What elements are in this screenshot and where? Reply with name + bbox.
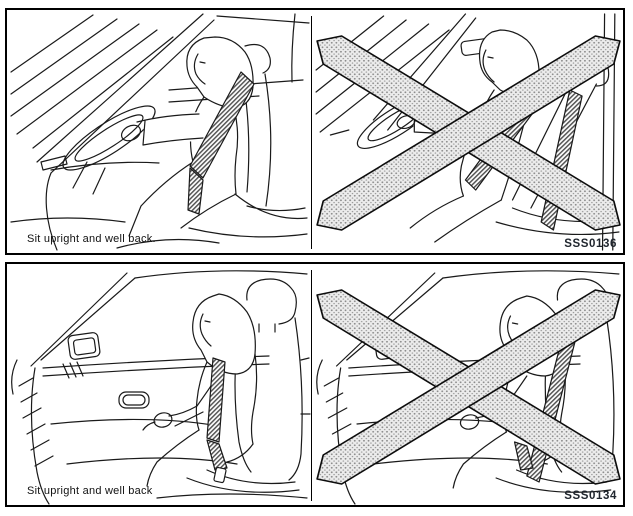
panel-divider — [311, 270, 312, 501]
panel-driver-seating: Sit upright and well back. — [5, 8, 625, 255]
driver-reclined-illustration — [315, 13, 621, 251]
figure-caption: Sit upright and well back — [27, 485, 153, 497]
prohibition-x-icon — [316, 35, 621, 231]
figure-code: SSS0136 — [564, 238, 617, 250]
driver-correct-figure: Sit upright and well back. — [7, 10, 311, 253]
panel-divider — [311, 16, 312, 249]
passenger-correct-figure: Sit upright and well back — [7, 264, 311, 505]
passenger-belt-misuse-illustration — [316, 270, 621, 505]
prohibition-x-icon — [316, 289, 621, 485]
driver-incorrect-figure: SSS0136 — [312, 10, 623, 253]
figure-caption: Sit upright and well back. — [27, 233, 156, 245]
figure-code: SSS0134 — [564, 490, 617, 502]
passenger-incorrect-figure: SSS0134 — [312, 264, 623, 505]
driver-correct-illustration — [10, 13, 310, 251]
panel-passenger-seating: Sit upright and well back — [5, 262, 625, 507]
passenger-correct-illustration — [11, 270, 311, 505]
